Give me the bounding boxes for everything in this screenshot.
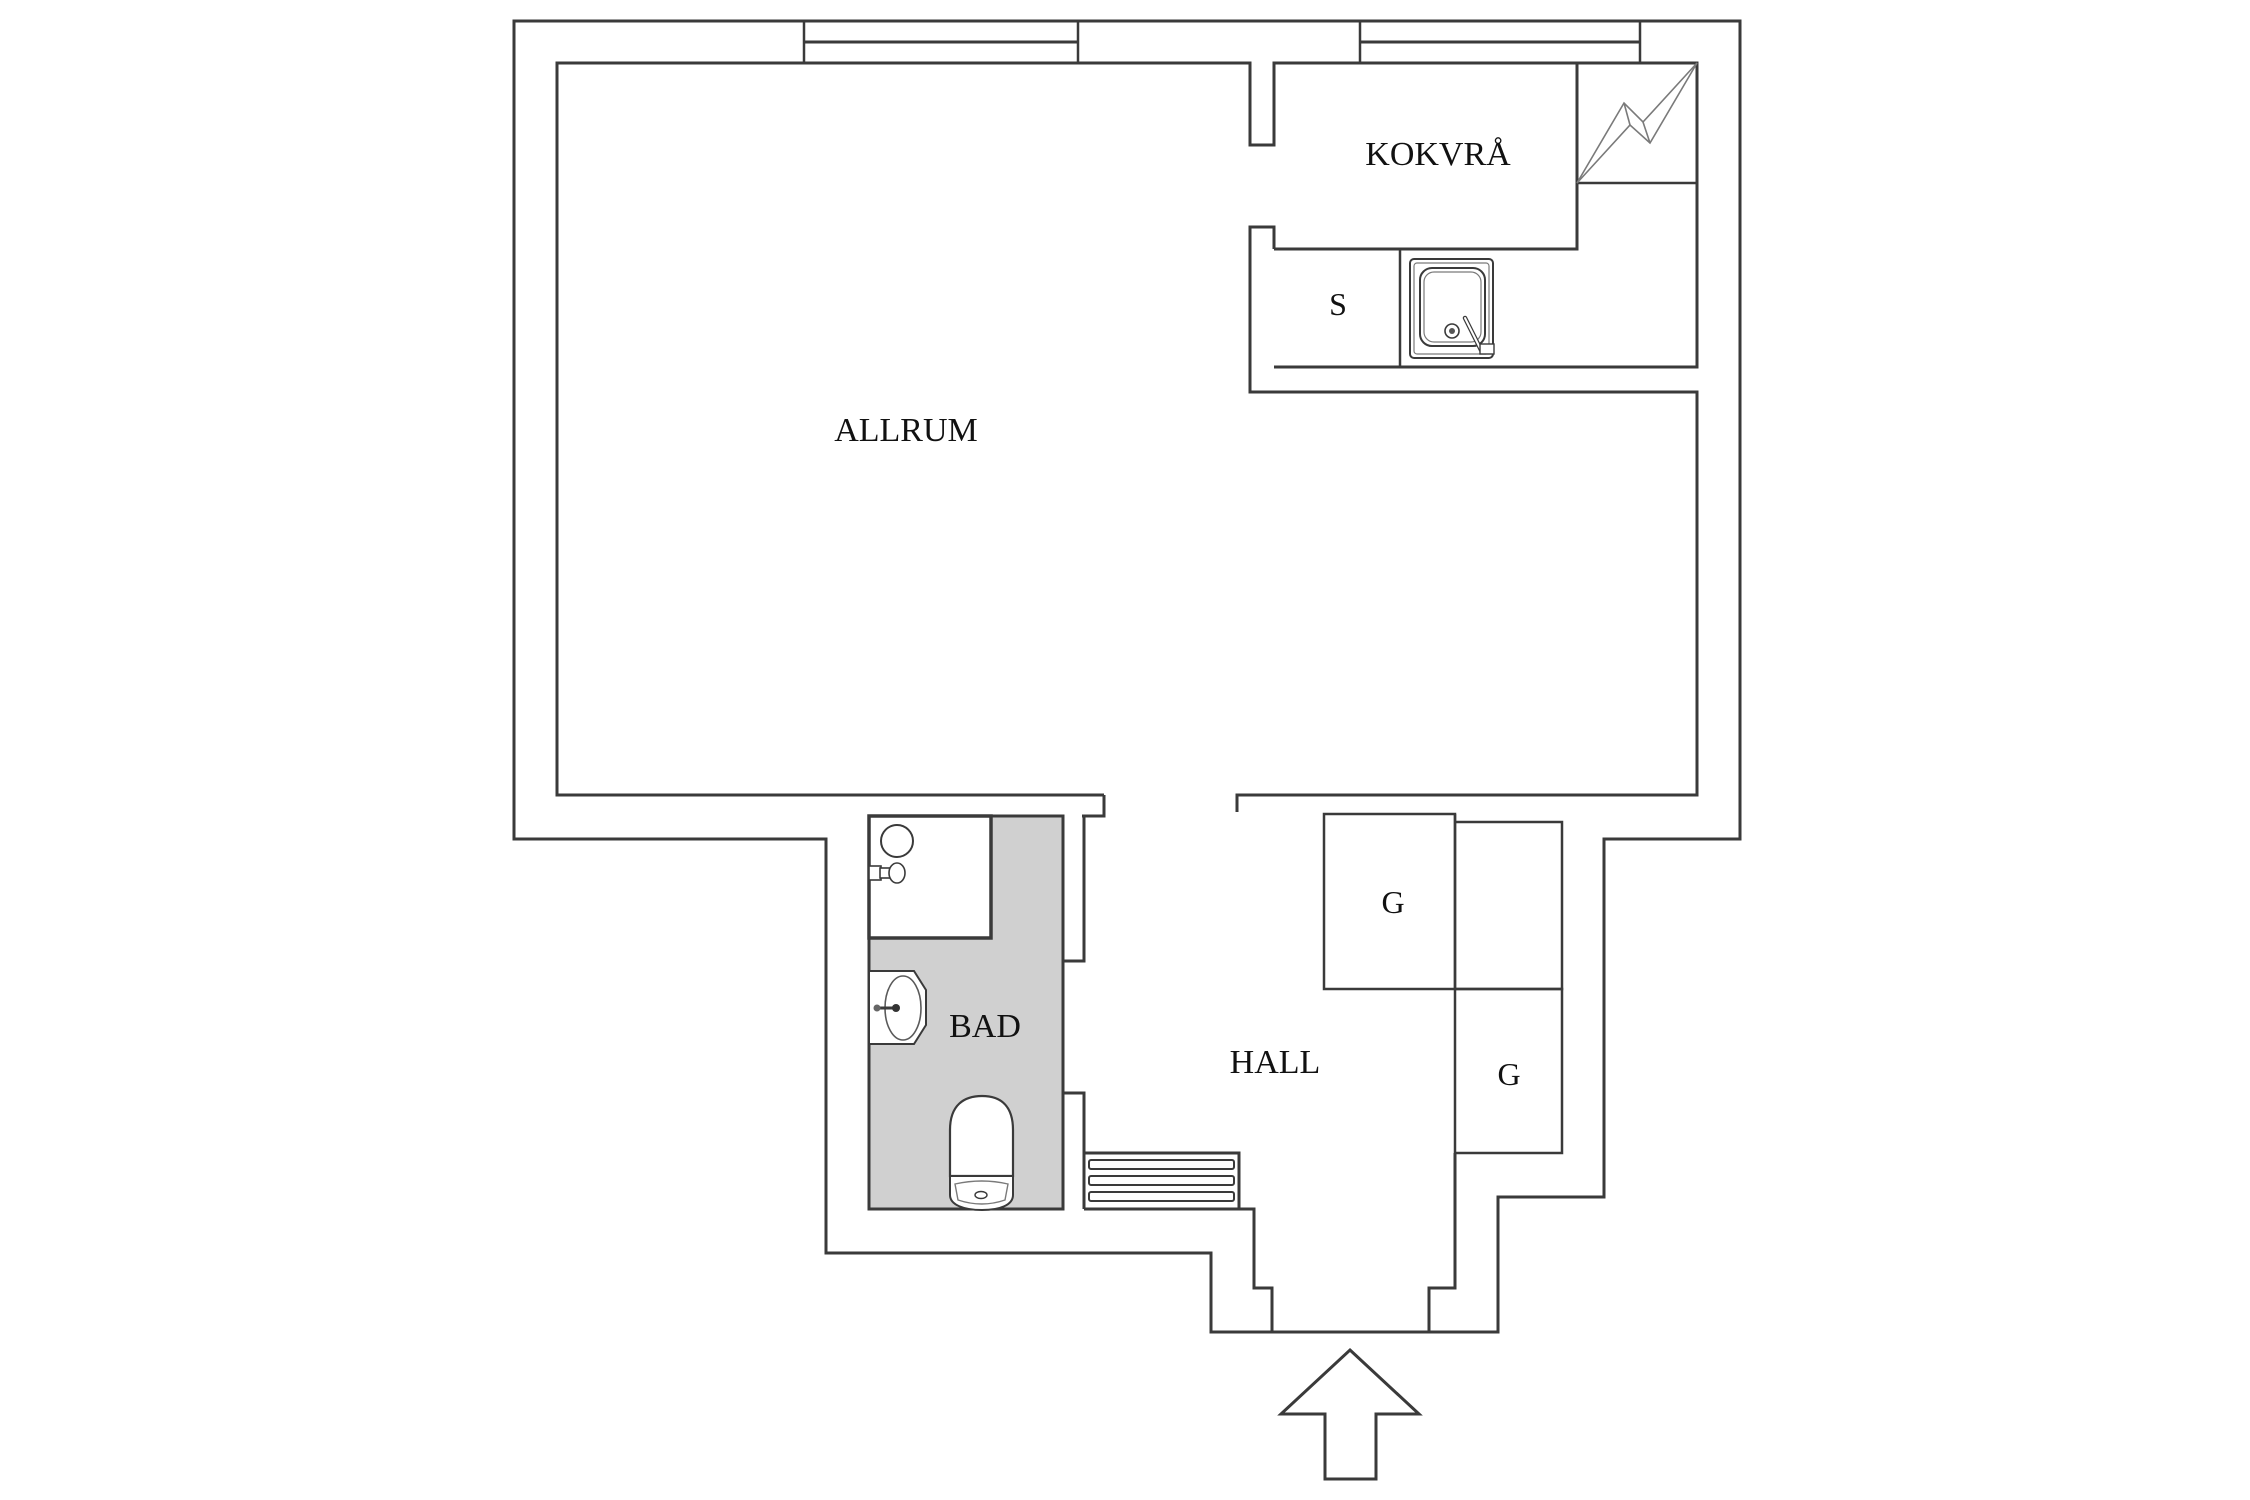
window-right [1358,19,1642,65]
shower-icon [867,814,993,940]
toilet-icon [948,1094,1015,1212]
room-label-allrum: ALLRUM [834,412,978,449]
outer-wall [512,19,1742,1334]
radiator-icon [1084,1151,1241,1211]
cabinet-s-label: S [1329,286,1347,322]
wardrobe-2: G [1453,814,1564,1155]
hall-inner-wall-left [1239,1207,1274,1332]
room-label-kokvra: KOKVRÅ [1365,136,1511,173]
wardrobe-upper-right [1455,820,1564,991]
wardrobe-2-label: G [1497,1056,1520,1092]
kitchen-sink-icon [1409,258,1495,359]
door-jamb-left [1082,795,1106,818]
stove [1576,62,1698,185]
room-label-bad: BAD [949,1008,1021,1045]
room-label-hall: HALL [1230,1044,1321,1081]
allrum-inner-wall [555,61,1699,797]
kitchen-counter [1274,63,1699,369]
entrance-arrow-icon [1277,1347,1423,1481]
hall-inner-wall-right [1427,1153,1457,1332]
wardrobe-1-label: G [1381,884,1404,920]
washbasin-icon [868,970,927,1045]
wardrobe-1: G [1322,812,1457,991]
allrum-inner-wall-right [1235,225,1699,812]
bathroom: BAD [867,814,1065,1212]
bath-wall-lower [1061,1091,1086,1209]
bath-wall-upper [1061,816,1086,963]
window-left [802,19,1080,65]
cabinet-s: S [1329,249,1402,367]
